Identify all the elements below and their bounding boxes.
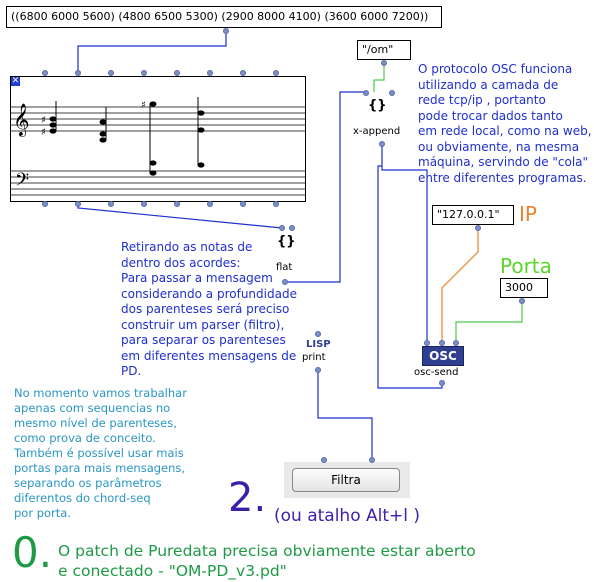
osc-send-label: osc-send (414, 367, 459, 378)
om-outlet[interactable] (381, 60, 387, 66)
svg-text:𝄢: 𝄢 (15, 170, 29, 195)
osc-icon[interactable]: OSC (422, 346, 464, 366)
ip-outlet[interactable] (475, 225, 481, 231)
flat-inlet[interactable] (279, 225, 285, 231)
svg-text:♯: ♯ (41, 115, 46, 126)
score-inlet[interactable] (141, 70, 147, 76)
score-outlet[interactable] (174, 201, 180, 207)
port-caption: Porta (500, 254, 552, 278)
lisp-icon[interactable]: LISP (306, 339, 331, 350)
step-2-text: (ou atalho Alt+l ) (274, 506, 421, 526)
score-inlet[interactable] (42, 70, 48, 76)
step-0-number: 0. (12, 528, 53, 577)
print-label: print (302, 352, 326, 363)
ip-message-box[interactable]: "127.0.0.1" (432, 205, 514, 225)
port-number-box[interactable]: 3000 (500, 278, 548, 298)
score-inlet[interactable] (240, 70, 246, 76)
score-inlet[interactable] (273, 70, 279, 76)
x-append-icon[interactable]: {} (368, 98, 387, 113)
wire-print-to-filtra (317, 370, 373, 462)
flat-outlet[interactable] (282, 279, 288, 285)
score-inlet[interactable] (207, 70, 213, 76)
wire-port-to-osc (455, 302, 523, 344)
wire-xappend-to-osc-in (381, 166, 428, 344)
score-inlet[interactable] (174, 70, 180, 76)
score-outlet[interactable] (240, 201, 246, 207)
score-outlet[interactable] (42, 201, 48, 207)
step-0-line2: e conectado - "OM-PD_v3.pd" (58, 562, 287, 580)
filtra-inlet[interactable] (321, 457, 327, 463)
svg-text:♯: ♯ (141, 100, 146, 111)
flat-inlet[interactable] (289, 225, 295, 231)
om-message-box[interactable]: "/om" (357, 40, 411, 60)
score-select-icon[interactable]: ✕ (11, 76, 20, 86)
wire-xappend-to-osc (377, 146, 443, 389)
step-0-line1: O patch de Puredata precisa obviamente e… (58, 542, 476, 560)
wire-flat-to-xappend (286, 91, 366, 283)
score-outlet[interactable] (273, 201, 279, 207)
wire-om-to-xappend (373, 62, 385, 92)
wire-list-to-score (77, 34, 227, 74)
list-outlet[interactable] (223, 28, 229, 34)
osc-inlet[interactable] (424, 340, 430, 346)
port-outlet[interactable] (519, 298, 525, 304)
flat-icon[interactable]: {} (277, 234, 296, 249)
filtra-button[interactable]: Filtra (292, 468, 400, 492)
xappend-outlet[interactable] (379, 141, 385, 147)
score-inlet[interactable] (75, 70, 81, 76)
xappend-inlet[interactable] (363, 90, 369, 96)
list-message-box[interactable]: ((6800 6000 5600) (4800 6500 5300) (2900… (6, 6, 442, 28)
filtra-inlet[interactable] (369, 457, 375, 463)
svg-text:𝄞: 𝄞 (13, 103, 30, 137)
score-outlet[interactable] (108, 201, 114, 207)
svg-text:♯: ♯ (41, 127, 46, 138)
score-outlet[interactable] (141, 201, 147, 207)
step-2-number: 2. (228, 475, 267, 521)
print-inlet[interactable] (315, 331, 321, 337)
print-outlet[interactable] (315, 367, 321, 373)
flat-label: flat (276, 262, 293, 273)
osc-inlet[interactable] (439, 340, 445, 346)
x-append-label: x-append (353, 126, 401, 137)
staff-notation: 𝄞 𝄢 ♯♯ ♯ (11, 97, 305, 196)
wire-score-to-flat (77, 204, 283, 229)
score-inlet[interactable] (108, 70, 114, 76)
xappend-inlet[interactable] (389, 90, 395, 96)
score-outlet[interactable] (75, 201, 81, 207)
osc-outlet[interactable] (439, 380, 445, 386)
wire-ip-to-osc (441, 228, 479, 344)
osc-inlet[interactable] (453, 340, 459, 346)
score-outlet[interactable] (207, 201, 213, 207)
chord-seq-score[interactable]: 𝄞 𝄢 ♯♯ ♯ (10, 76, 306, 202)
ip-caption: IP (519, 202, 537, 226)
